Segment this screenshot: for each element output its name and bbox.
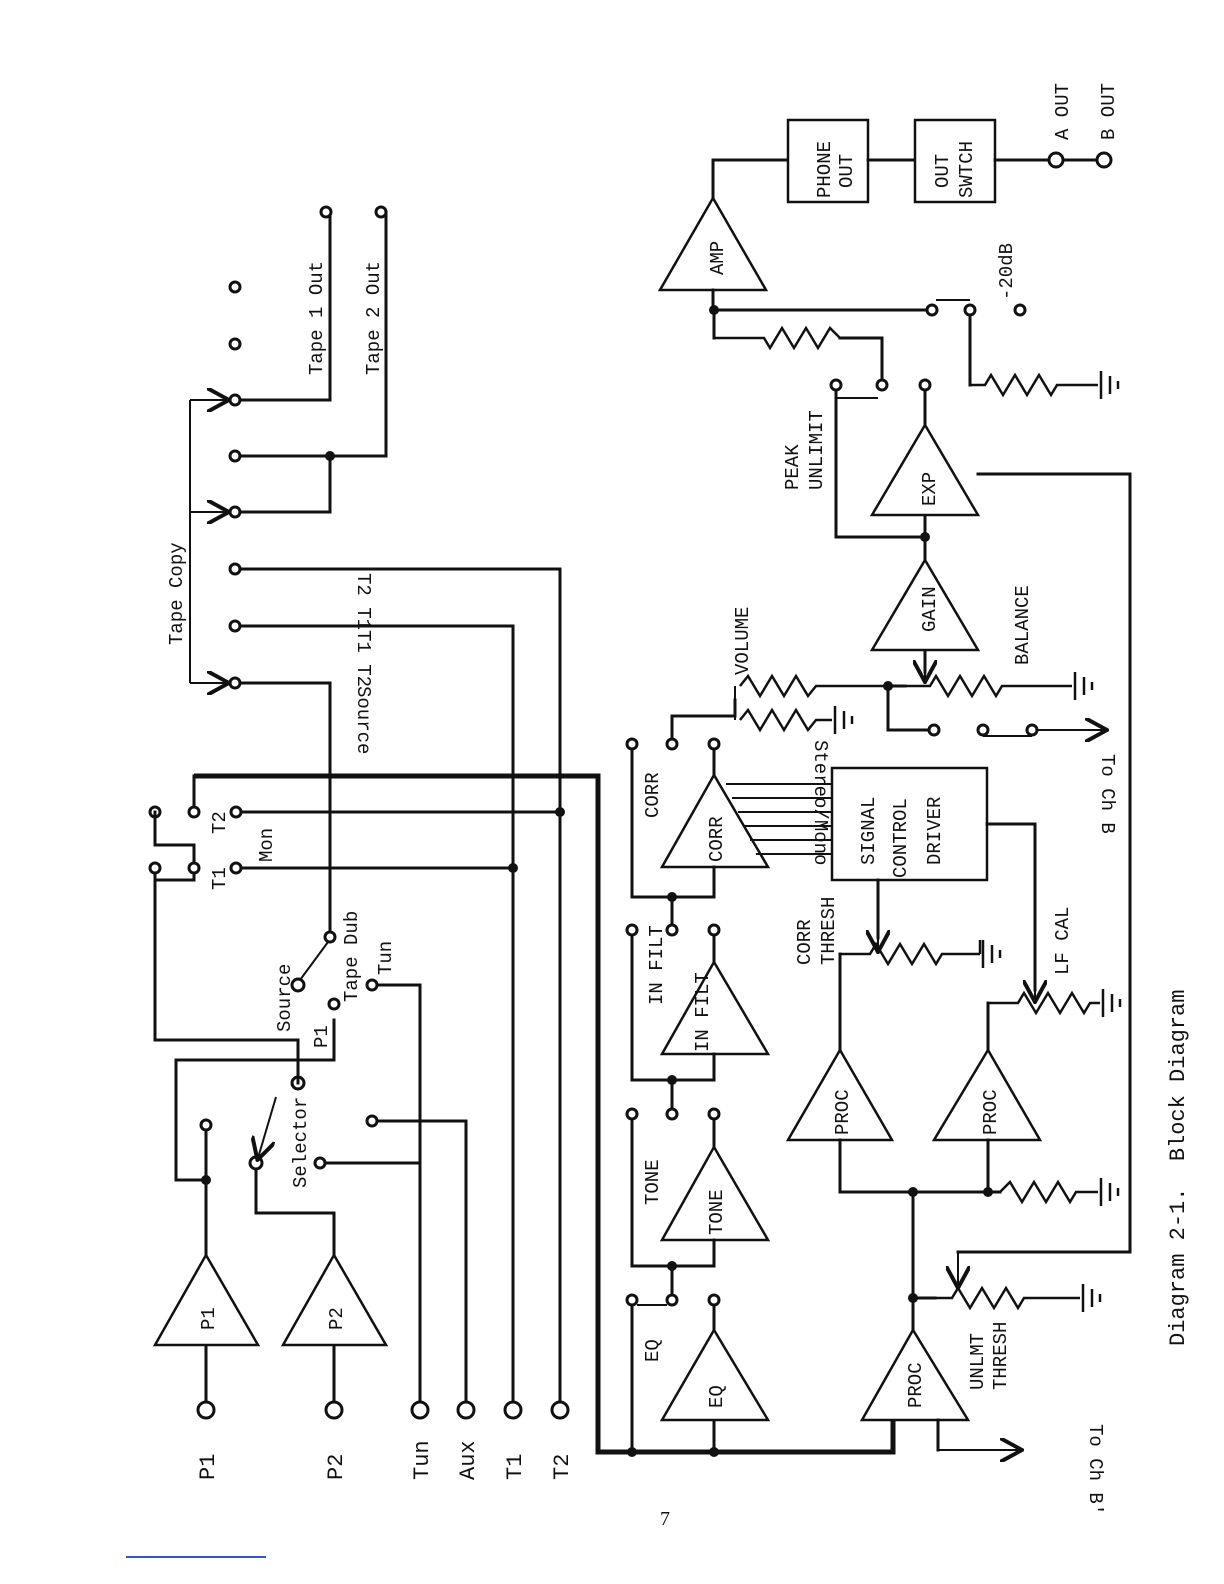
proc-2-label: PROC	[980, 1089, 1002, 1135]
proc-section	[785, 472, 1132, 1450]
exp-label: EXP	[919, 472, 941, 506]
tape-copy-switch	[189, 205, 562, 688]
phone-out-line-2: OUT	[836, 154, 858, 188]
input-jacks	[196, 1400, 570, 1420]
volume-label: VOLUME	[732, 607, 754, 675]
proc-1-label: PROC	[832, 1089, 854, 1135]
out-switch-box	[913, 118, 997, 204]
main-signal-bus	[194, 773, 896, 1455]
stereo-mono-label: Stereo/Mono	[809, 740, 831, 865]
proc-amplifier-3	[859, 1327, 971, 1422]
source-label: Source	[274, 964, 296, 1032]
input-labels: P1 P2 Tun Aux T1 T2	[196, 1440, 575, 1480]
a-out-jack[interactable]	[1047, 151, 1065, 169]
selector-switch	[153, 873, 379, 1190]
page-number: 7	[660, 1508, 670, 1530]
in-filt-switch-label: IN FILT	[646, 925, 668, 1005]
eq-amplifier	[659, 1327, 771, 1422]
copy-source-label: Source	[352, 686, 374, 754]
signal-control-driver-box	[830, 766, 989, 882]
input-jack-t2[interactable]	[550, 1400, 570, 1420]
amp-label: AMP	[707, 241, 729, 275]
tape1-out-label: Tape 1 Out	[306, 261, 328, 375]
footer-rule	[126, 1556, 266, 1558]
proc-3-label: PROC	[905, 1362, 927, 1408]
in-filt-amplifier	[659, 959, 771, 1056]
monitor-switch	[148, 774, 565, 882]
mon-t2-label: T2	[209, 811, 231, 834]
out-switch-line-1: OUT	[932, 154, 954, 188]
tone-switch-label: TONE	[642, 1159, 664, 1205]
peak-unlimit-line-1: PEAK	[782, 444, 804, 490]
input-label-t1: T1	[503, 1454, 528, 1480]
b-out-jack[interactable]	[1095, 151, 1113, 169]
corr-amp-label: CORR	[706, 816, 728, 862]
lf-cal-label: LF CAL	[1052, 907, 1074, 975]
phone-out-box	[786, 118, 870, 204]
input-label-p2: P2	[324, 1454, 349, 1480]
to-ch-b-bottom-label: To Ch B'	[1084, 1424, 1106, 1515]
scd-line-1: SIGNAL	[858, 797, 880, 865]
tape-dub-label: Tape Dub	[341, 911, 363, 1002]
dub-p1-label: P1	[311, 1025, 333, 1048]
input-jack-p2[interactable]	[324, 1400, 344, 1420]
tone-amp-label: TONE	[706, 1189, 728, 1235]
out-switch-line-2: SWTCH	[956, 141, 978, 198]
diagram-caption: Diagram 2-1. Block Diagram	[1166, 990, 1191, 1346]
copy-t2t1-label: T2 T1	[352, 573, 374, 630]
tape-copy-label: Tape Copy	[166, 542, 188, 645]
input-label-aux: Aux	[456, 1440, 481, 1480]
gain-label: GAIN	[919, 586, 941, 632]
balance-label: BALANCE	[1012, 585, 1034, 665]
minus20db-label: -20dB	[996, 243, 1018, 300]
a-out-label: A OUT	[1052, 83, 1074, 140]
unlmt-thresh-line-1: UNLMT	[967, 1333, 989, 1390]
preamp-p1-label: P1	[198, 1307, 220, 1330]
corr-switch-label: CORR	[642, 772, 664, 818]
input-label-tun: Tun	[410, 1440, 435, 1480]
preamp-p1	[152, 1252, 261, 1347]
eq-switch-label: EQ	[642, 1339, 664, 1362]
preamp-p2-label: P2	[326, 1307, 348, 1330]
b-out-label: B OUT	[1098, 83, 1120, 140]
dub-tun-label: Tun	[375, 941, 397, 975]
input-jack-aux[interactable]	[456, 1400, 476, 1420]
output-section	[657, 118, 1132, 736]
peak-unlimit-line-2: UNLIMIT	[806, 410, 828, 490]
to-ch-b-top-label: To Ch B	[1096, 754, 1118, 834]
selector-label: Selector	[290, 1097, 312, 1188]
tape2-out-label: Tape 2 Out	[363, 261, 385, 375]
input-jack-p1[interactable]	[196, 1400, 216, 1420]
processing-chain	[625, 714, 771, 1422]
scd-line-2: CONTROL	[890, 798, 912, 878]
mon-label: Mon	[256, 828, 278, 862]
tape-dub-switch	[290, 681, 379, 1011]
input-jack-tun[interactable]	[410, 1400, 430, 1420]
preamp-p2	[280, 1252, 389, 1347]
input-lines	[204, 567, 562, 1402]
unlmt-thresh-line-2: THRESH	[990, 1322, 1012, 1390]
gain-amplifier	[869, 557, 981, 652]
eq-amp-label: EQ	[706, 1385, 728, 1408]
corr-thresh-line-1: CORR	[794, 919, 816, 965]
scd-line-3: DRIVER	[924, 797, 946, 865]
input-label-t2: T2	[550, 1454, 575, 1480]
input-jack-t1[interactable]	[503, 1400, 523, 1420]
threshold-pots	[838, 822, 1122, 1052]
phone-out-line-1: PHONE	[814, 141, 836, 198]
mon-t1-label: T1	[209, 867, 231, 890]
input-label-p1: P1	[196, 1454, 221, 1480]
in-filt-amp-label: IN FILT	[692, 972, 714, 1052]
copy-t1t2-label: T1 T2	[352, 630, 374, 687]
exp-amplifier	[869, 422, 981, 517]
control-lines	[726, 783, 832, 855]
corr-thresh-line-2: THRESH	[818, 897, 840, 965]
